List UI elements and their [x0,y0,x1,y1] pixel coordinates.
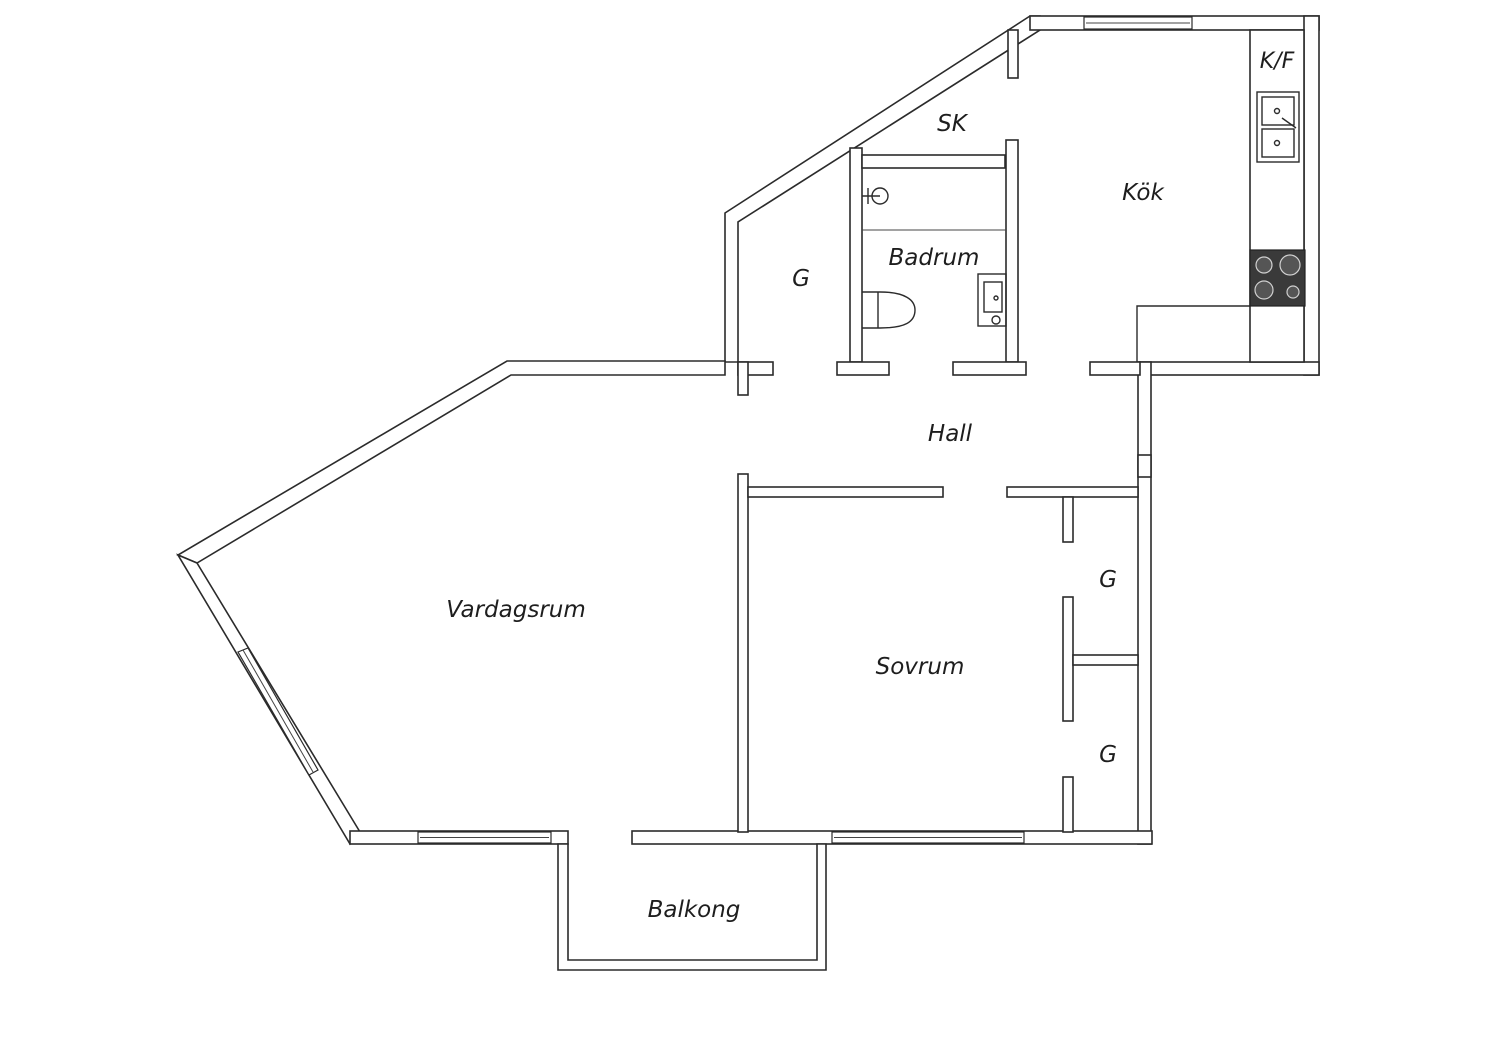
label-vardagsrum: Vardagsrum [446,597,586,623]
toilet-icon [862,291,916,329]
label-g-right-bottom: G [1099,742,1117,768]
label-kf: K/F [1260,49,1295,74]
interior-walls [557,29,1305,971]
label-hall: Hall [928,421,973,447]
label-kok: Kök [1122,180,1165,206]
label-g-left: G [792,266,810,292]
windows [237,16,1193,844]
label-g-right-top: G [1099,567,1117,593]
fixtures [862,91,1306,329]
room-labels: K/F SK Kök Badrum G Hall Vardagsrum Sovr… [446,49,1294,923]
kitchen-sink-icon [1256,91,1300,163]
stove-icon [1249,249,1306,307]
label-sovrum: Sovrum [876,654,965,680]
label-sk: SK [937,111,969,137]
sink-icon [977,273,1007,327]
shower-icon [862,187,889,205]
label-badrum: Badrum [889,245,980,271]
label-balkong: Balkong [648,897,741,923]
